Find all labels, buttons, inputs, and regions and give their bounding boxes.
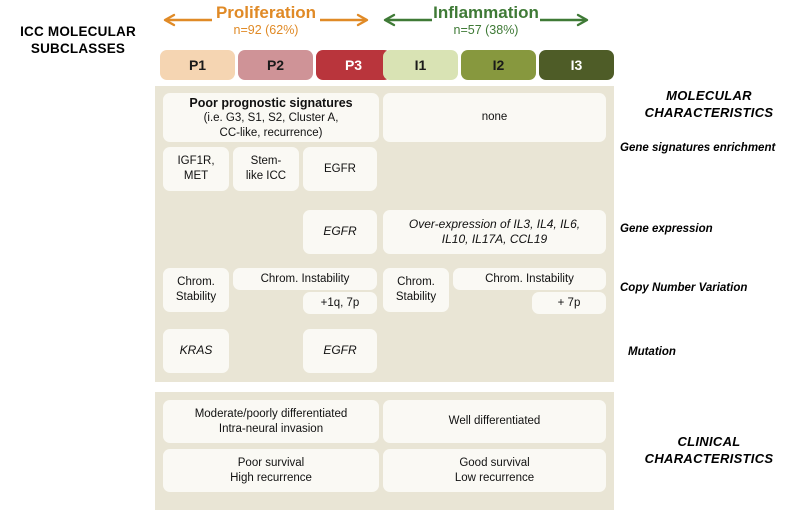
cell-cnv-gains-inflammation: + 7p [532,292,606,314]
cell-text: Well differentiated [448,415,541,428]
cell-clinical-differentiation-inflammation: Well differentiated [383,400,606,443]
cell-text: + 7p [557,296,581,309]
subclass-label: P3 [344,57,363,73]
group-count-proliferation: n=92 (62%) [233,22,299,37]
row-label-text: Mutation [628,346,676,358]
cell-poor-prognostic-signatures: Poor prognostic signatures (i.e. G3, S1,… [163,93,379,142]
cell-igf1r-met: IGF1R, MET [163,147,229,191]
cell-text-line1: Chrom. [397,276,435,289]
clinical-characteristics-panel: Moderate/poorly differentiated Intra-neu… [155,392,614,510]
cell-text-line2: Stability [395,291,437,303]
row-label-text: Gene expression [620,223,713,235]
row-label-text: Copy Number Variation [620,282,748,294]
cell-text: KRAS [179,343,213,358]
cell-text-line2: Stability [175,291,217,303]
row-label-text: Gene signatures enrichment [620,142,776,154]
subclass-label: I1 [414,57,427,73]
section-label-clinical: CLINICAL CHARACTERISTICS [620,434,798,468]
cell-egfr-mutation: EGFR [303,329,377,373]
row-label-mutation: Mutation [628,345,799,360]
cell-stem-like-icc: Stem- like ICC [233,147,299,191]
cell-text-line1: Moderate/poorly differentiated [194,407,348,420]
cell-text: EGFR [323,343,357,358]
cell-text-line2: like ICC [245,170,287,182]
group-header-inflammation: Inflammation n=57 (38%) [380,4,592,46]
subclass-chip-i3[interactable]: I3 [539,50,614,80]
cell-subtitle-line1: (i.e. G3, S1, S2, Cluster A, [203,111,339,124]
cell-text-line1: Stem- [250,155,282,168]
cell-clinical-survival-inflammation: Good survival Low recurrence [383,449,606,492]
subclass-chip-p1[interactable]: P1 [160,50,235,80]
cell-text-line1: Chrom. [177,276,215,289]
cell-clinical-survival-proliferation: Poor survival High recurrence [163,449,379,492]
cell-subtitle-line2: CC-like, recurrence) [219,126,323,139]
cell-text-line2: IL10, IL17A, CCL19 [441,232,548,246]
cell-text-line1: Good survival [459,456,530,469]
section-label-molecular: MOLECULAR CHARACTERISTICS [620,88,798,122]
section-label-line2: CHARACTERISTICS [644,104,774,120]
cell-egfr-signature: EGFR [303,147,377,191]
cell-text-line1: IGF1R, [177,155,215,168]
cell-cytokine-overexpression: Over-expression of IL3, IL4, IL6, IL10, … [383,210,606,254]
subclass-chip-p3[interactable]: P3 [316,50,391,80]
cell-text-line1: Poor survival [237,456,305,469]
subclass-label: I3 [570,57,583,73]
group-header-proliferation: Proliferation n=92 (62%) [160,4,372,46]
cell-text-line1: Over-expression of IL3, IL4, IL6, [408,216,581,231]
cell-text-line2: Intra-neural invasion [218,422,324,435]
cell-chrom-instability-inflammation: Chrom. Instability [453,268,606,290]
subclass-chip-i2[interactable]: I2 [461,50,536,80]
group-title-proliferation: Proliferation [215,3,317,22]
cell-none: none [383,93,606,142]
subclass-chip-i1[interactable]: I1 [383,50,458,80]
cell-text-line2: MET [183,170,209,182]
cell-text: Chrom. Instability [485,272,574,285]
page-title: ICC MOLECULAR SUBCLASSES [4,24,152,58]
subclass-label: I2 [492,57,505,73]
row-label-copy-number-variation: Copy Number Variation [620,281,798,296]
page-title-line1: ICC MOLECULAR SUBCLASSES [20,24,136,56]
cell-chrom-stability-inflammation: Chrom. Stability [383,268,449,312]
subclass-label: P1 [188,57,207,73]
subclass-label: P2 [266,57,285,73]
section-label-line1: MOLECULAR [666,88,752,103]
molecular-characteristics-panel: Poor prognostic signatures (i.e. G3, S1,… [155,86,614,382]
cell-chrom-instability-proliferation: Chrom. Instability [233,268,377,290]
cell-text-line2: Low recurrence [454,471,535,484]
section-label-line1: CLINICAL [677,434,741,449]
cell-text: Chrom. Instability [260,272,350,285]
group-count-inflammation: n=57 (38%) [453,22,519,37]
subclass-chip-p2[interactable]: P2 [238,50,313,80]
cell-text: none [481,111,508,124]
cell-text-line2: High recurrence [230,471,312,484]
section-label-line2: CHARACTERISTICS [644,450,774,466]
cell-kras-mutation: KRAS [163,329,229,373]
row-label-gene-signatures: Gene signatures enrichment [620,141,798,156]
cell-clinical-differentiation-proliferation: Moderate/poorly differentiated Intra-neu… [163,400,379,443]
row-label-gene-expression: Gene expression [620,222,798,237]
cell-chrom-stability-proliferation: Chrom. Stability [163,268,229,312]
cell-egfr-expression: EGFR [303,210,377,254]
cell-text: +1q, 7p [320,296,360,309]
group-title-inflammation: Inflammation [433,3,539,22]
cell-cnv-gains-proliferation: +1q, 7p [303,292,377,314]
cell-title: Poor prognostic signatures [189,95,353,110]
cell-text: EGFR [323,224,357,239]
cell-text: EGFR [324,162,356,175]
